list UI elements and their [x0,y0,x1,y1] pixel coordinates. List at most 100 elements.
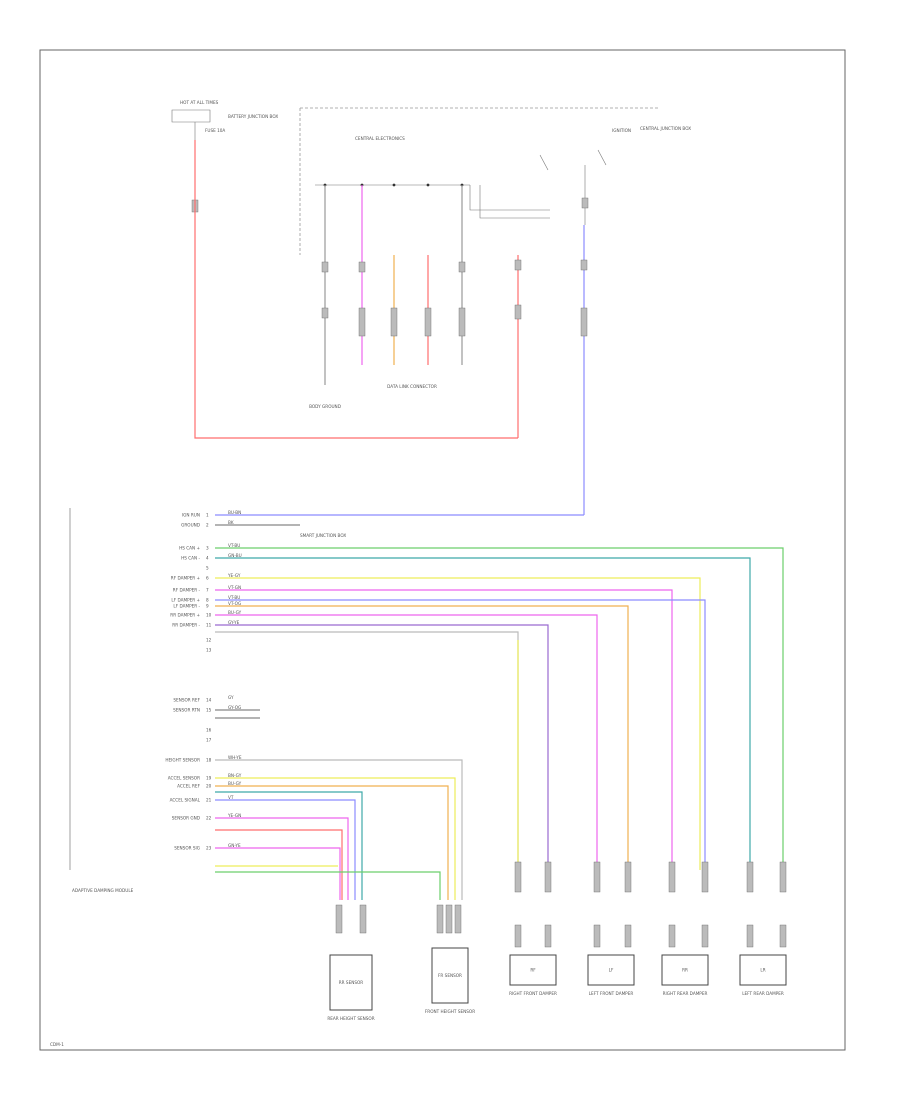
module-pin-wire-color: VT-BU [228,595,240,600]
module-pin-label: RR DAMPER + [170,613,200,618]
module-pin-label: LF DAMPER + [171,598,200,603]
module-pin-number: 2 [206,523,209,528]
module-pin-number: 7 [206,588,209,593]
module-pin-number: 17 [206,738,212,743]
module-pin-label: HS CAN + [179,546,200,551]
module-pin-wire-color: GN-BU [228,553,242,558]
module-pin-number: 14 [206,698,212,703]
component-boxes: RR SENSOR REAR HEIGHT SENSOR FR SENSOR FRON… [327,947,787,1021]
central-junction-label: CENTRAL JUNCTION BOX [640,126,691,131]
damper-rr-text: RR [682,968,688,973]
diagram-frame [39,49,846,1051]
module-pin-number: 1 [206,513,209,518]
module-pin-label: SENSOR REF [173,698,200,703]
module-pin-wire-color: VT [228,795,234,800]
module-pin-label: HEIGHT SENSOR [165,758,200,763]
module-pin-label: RF DAMPER + [171,576,201,581]
module-pin-wire-color: BN-GY [228,773,242,778]
module-pin-number: 8 [206,598,209,603]
module-pin-wire-color: YE-GN [227,813,241,818]
module-pin-label: GROUND [181,523,200,528]
module-pin-number: 20 [206,784,212,789]
damper-rr-caption: RIGHT REAR DAMPER [663,991,708,996]
module-pin-wire-color: GY-YE [228,620,240,625]
module-pin-number: 6 [206,576,209,581]
damper-rf-caption: RIGHT FRONT DAMPER [509,991,557,996]
damper-lf-box [587,954,635,986]
battery-junction-label: BATTERY JUNCTION BOX [228,114,278,119]
data-link-label: DATA LINK CONNECTOR [387,384,437,389]
battery-feed-wire [194,140,518,439]
module-pin-wire-color: GN-YE [228,843,241,848]
top-connectors [321,259,588,337]
module-pin-number: 4 [206,556,209,561]
module-pin-number: 15 [206,708,212,713]
central-electronics-enclosure [299,107,660,255]
damper-lr-text: LR [760,968,765,973]
module-pin-label: RF DAMPER - [173,588,201,593]
top-drop-wires [324,185,585,515]
sensor-2-text: FR SENSOR [438,973,462,978]
component-connectors [335,861,787,948]
module-pin-label: ACCEL REF [177,784,201,789]
sensor-1-text: RR SENSOR [339,980,364,985]
damper-rf-text: RF [530,968,536,973]
module-name: ADAPTIVE DAMPING MODULE [72,888,134,893]
sensor-2-caption: FRONT HEIGHT SENSOR [425,1009,475,1014]
module-pin-wire-color: BU-BN [228,510,241,515]
fuse-label: FUSE 10A [205,128,225,133]
sensor-1-box [329,954,373,1011]
module-pin-label: RR DAMPER - [172,623,200,628]
module-pin-label: ACCEL SIGNAL [170,798,201,803]
module-pin-wire-color: GY [228,695,234,700]
module-pin-wire-color: BU-GY [228,610,242,615]
hot-label: HOT AT ALL TIMES [180,100,219,105]
module-pin-number: 10 [206,613,212,618]
module-pin-label: ACCEL SENSOR [168,776,200,781]
damper-lf-caption: LEFT FRONT DAMPER [589,991,634,996]
module-pin-number: 21 [206,798,212,803]
sensor-1-caption: REAR HEIGHT SENSOR [327,1016,374,1021]
module-pin-number: 11 [206,623,212,628]
module-output-wires [215,514,784,900]
module-pin-wire-color: BU-GY [228,781,242,786]
module-pin-list: 1 IGN RUN BU-BN 2 GROUND BK 3 HS CAN + VT-BU 4 HS … [165,510,241,851]
module-pin-wire-color: BK [228,520,234,525]
module-pin-wire-color: GY-OG [228,705,241,710]
module-pin-wire-color: VT-GN [228,585,241,590]
damper-lr-box [739,954,787,986]
module-pin-number: 3 [206,546,209,551]
module-pin-number: 22 [206,816,212,821]
footer-label: CDM-1 [50,1042,64,1047]
fuse-bracket [171,109,211,123]
ground-panel-label: BODY GROUND [309,404,341,409]
damper-lf-text: LF [609,968,614,973]
module-pin-label: HS CAN - [181,556,200,561]
damper-lr-caption: LEFT REAR DAMPER [742,991,784,996]
module-pin-number: 5 [206,566,209,571]
relay-switch-icon [539,149,607,225]
module-pin-number: 13 [206,648,212,653]
module-pin-wire-color: VT-OG [228,601,241,606]
module-pin-label: LF DAMPER - [173,604,200,609]
module-pin-number: 9 [206,604,209,609]
module-pin-number: 18 [206,758,212,763]
module-pin-number: 16 [206,728,212,733]
sensor-2-box [431,947,469,1004]
module-pin-wire-color: VT-BU [228,543,240,548]
damper-rr-box [661,954,709,986]
module-pin-wire-color: WH-YE [228,755,242,760]
module-pin-number: 12 [206,638,212,643]
module-pin-label: IGN RUN [182,513,200,518]
module-pin-label: SENSOR GND [172,816,200,821]
smart-junction-label: SMART JUNCTION BOX [300,533,346,538]
module-pin-number: 23 [206,846,212,851]
module-pin-label: SENSOR SIG [174,846,200,851]
module-pin-label: SENSOR RTN [173,708,200,713]
damper-rf-box [509,954,557,986]
module-pin-wire-color: YE-GY [227,573,241,578]
ignition-label: IGNITION [612,128,631,133]
module-pin-number: 19 [206,776,212,781]
central-electronics-label: CENTRAL ELECTRONICS [355,136,405,141]
